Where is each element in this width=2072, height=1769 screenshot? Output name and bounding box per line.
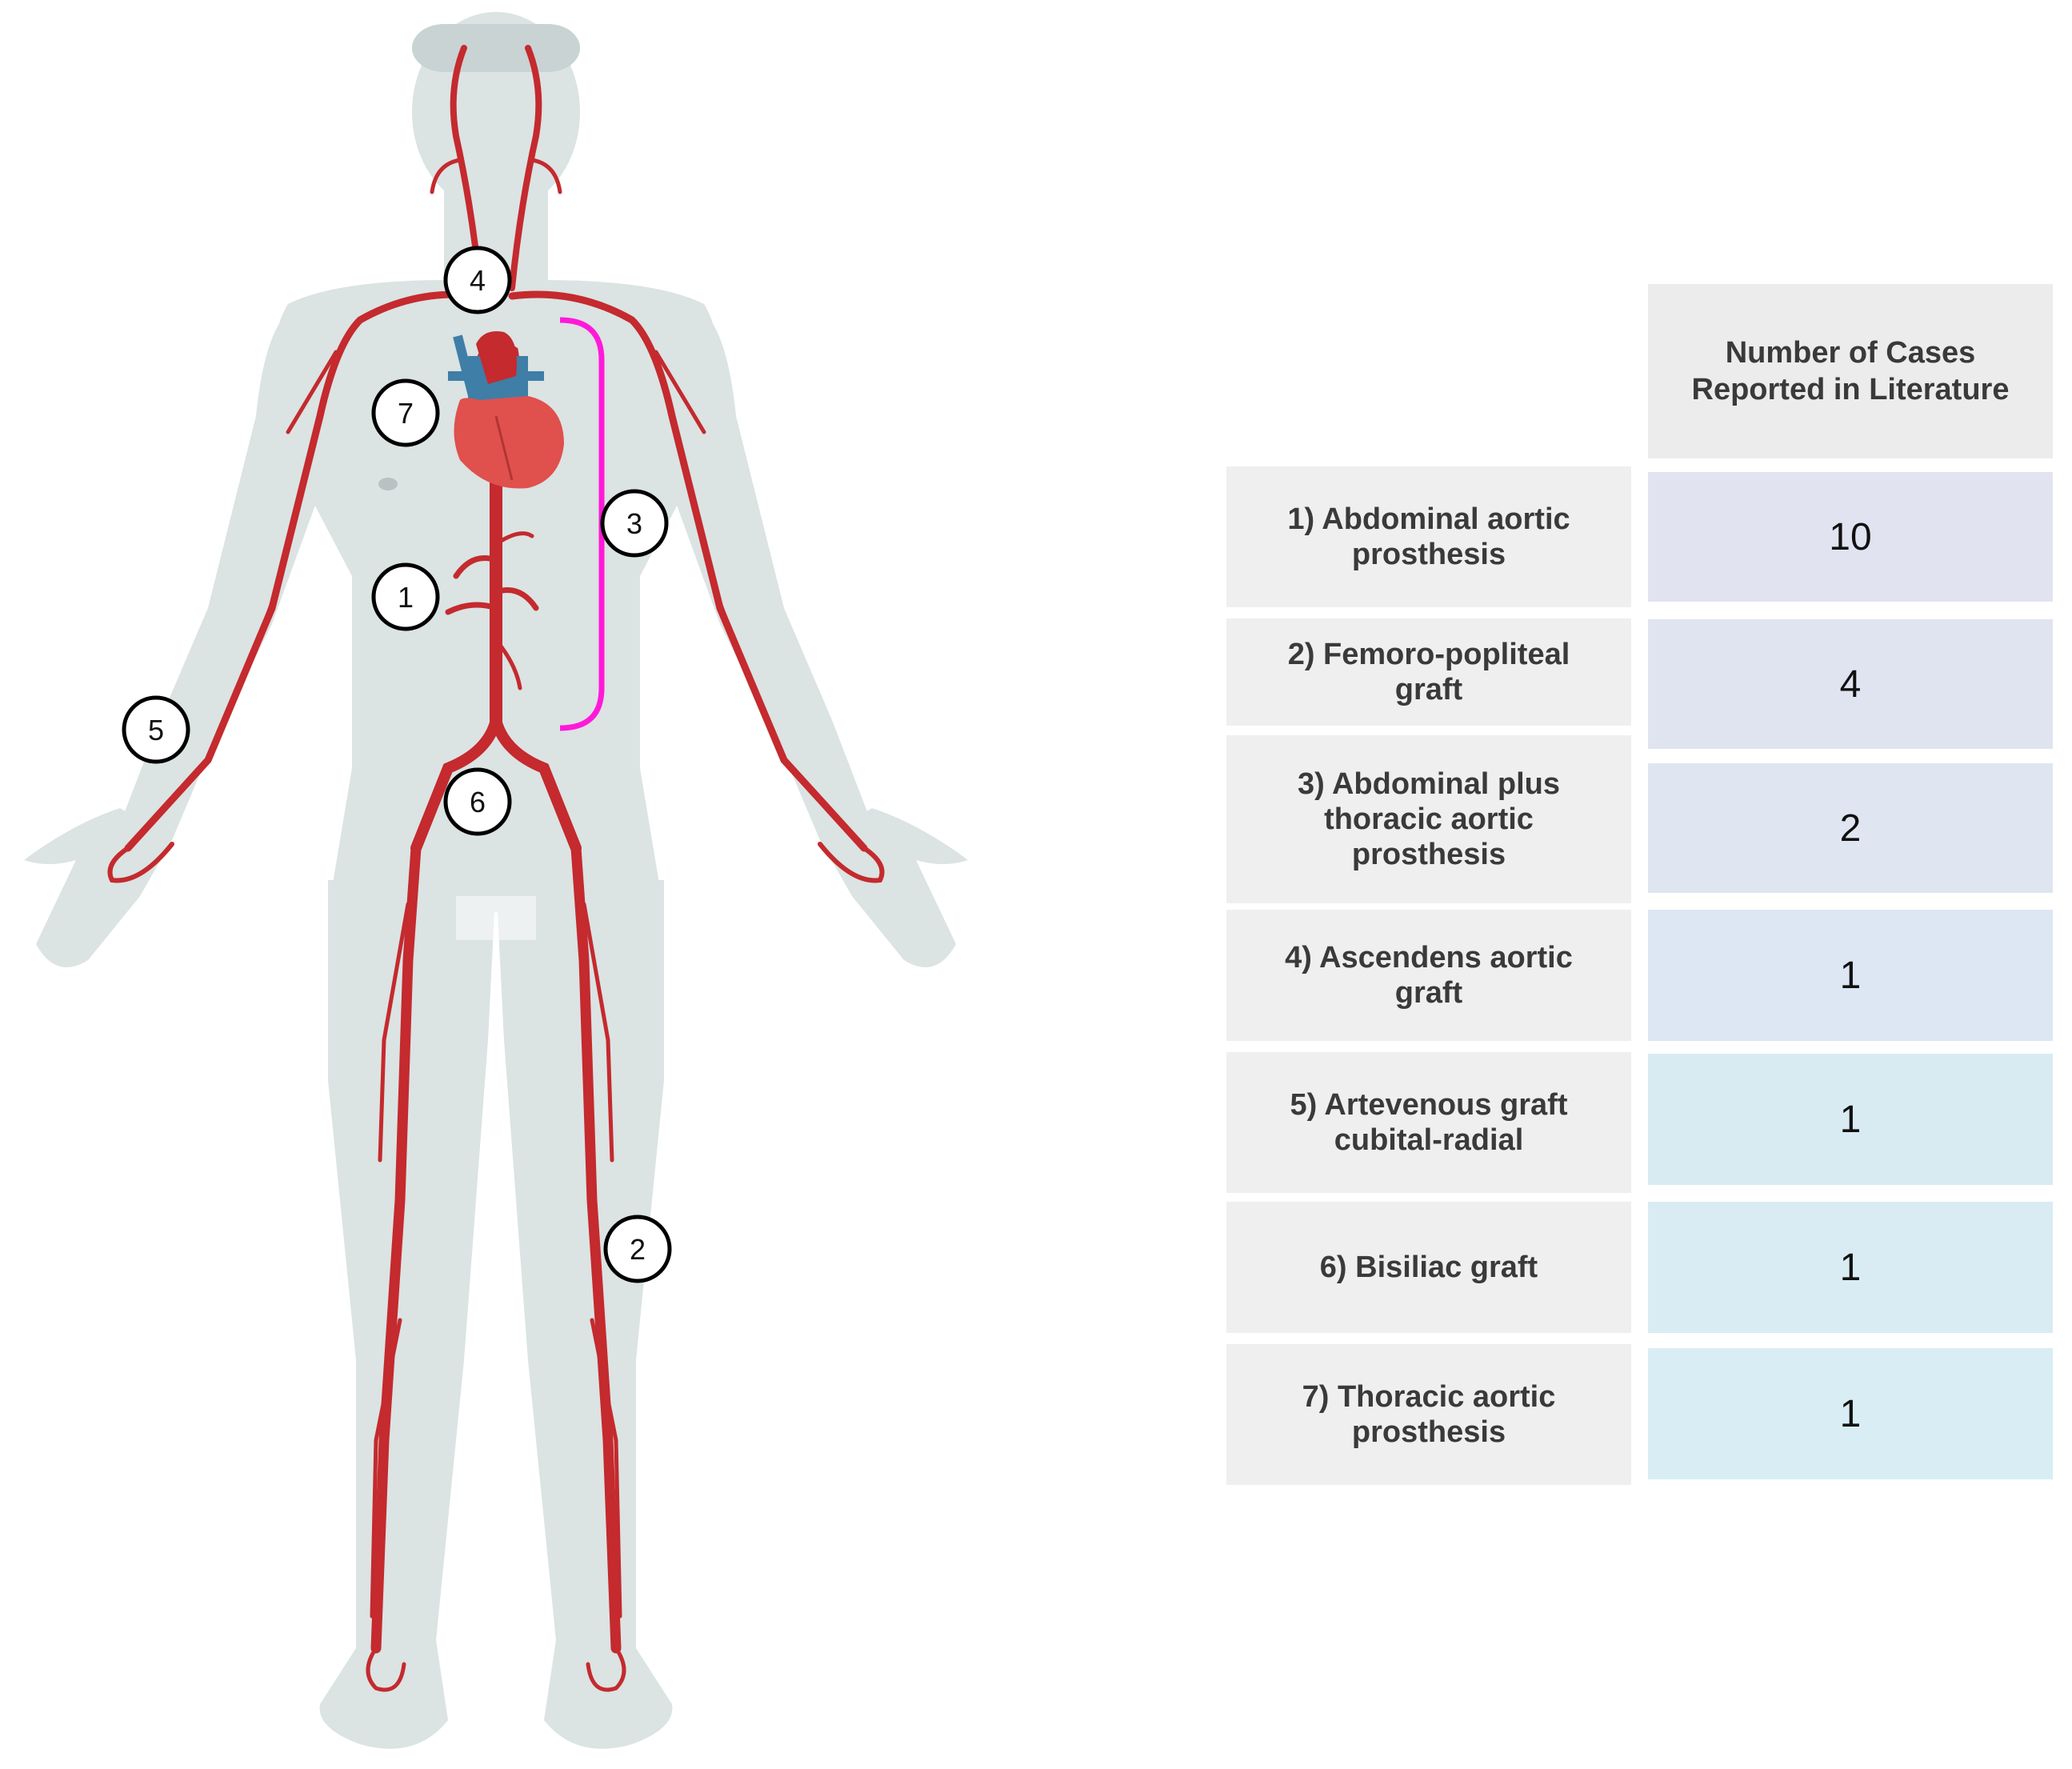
table-row-value: 2 [1648,763,2053,893]
table-row-label: 7) Thoracic aortic prosthesis [1226,1344,1631,1485]
row-6-label: 6) Bisiliac graft [1319,1251,1538,1284]
row-3-value: 2 [1839,806,1862,850]
row-2-label: 2) Femoro-popliteal graft [1287,638,1570,706]
marker-5-label: 5 [148,714,164,746]
table-row-label: 2) Femoro-popliteal graft [1226,618,1631,726]
body-figure: 4 7 3 1 5 6 2 [24,12,968,1749]
marker-1: 1 [371,562,440,631]
row-4-value: 1 [1839,954,1862,997]
table-row-value: 4 [1648,619,2053,749]
table-row-label: 3) Abdominal plus thoracic aortic prosth… [1226,735,1631,903]
table-row-value: 1 [1648,1054,2053,1185]
marker-4-label: 4 [470,264,486,297]
row-5-value: 1 [1839,1098,1862,1141]
table-row-value: 10 [1648,472,2053,602]
marker-2: 2 [603,1215,672,1283]
marker-5: 5 [122,695,190,764]
crotch-gap [456,896,536,940]
marker-2-label: 2 [630,1233,646,1266]
marker-3: 3 [600,489,669,558]
marker-6-label: 6 [470,786,486,818]
row-6-value: 1 [1839,1246,1862,1289]
row-4-label: 4) Ascendens aortic graft [1285,941,1573,1010]
marker-4: 4 [443,246,512,314]
marker-1-label: 1 [398,581,414,614]
row-1-value: 10 [1829,515,1872,558]
row-7-value: 1 [1839,1392,1862,1435]
marker-3-label: 3 [626,507,642,540]
table-header-label: Number of Cases Reported in Literature [1691,336,2010,406]
row-5-label: 5) Artevenous graft cubital-radial [1290,1088,1568,1157]
marker-6: 6 [443,767,512,836]
table-row-value: 1 [1648,910,2053,1041]
row-3-label: 3) Abdominal plus thoracic aortic prosth… [1298,767,1560,871]
table-row-label: 6) Bisiliac graft [1226,1202,1631,1333]
table-row-label: 5) Artevenous graft cubital-radial [1226,1052,1631,1193]
row-2-value: 4 [1839,662,1862,706]
row-1-label: 1) Abdominal aortic prosthesis [1287,502,1570,571]
table-row-label: 1) Abdominal aortic prosthesis [1226,466,1631,607]
table-row-value: 1 [1648,1202,2053,1333]
nipple [378,478,398,490]
heart [448,331,564,489]
marker-7-label: 7 [398,397,414,430]
table-row-value: 1 [1648,1348,2053,1479]
table-row-label: 4) Ascendens aortic graft [1226,910,1631,1041]
table-header: Number of Cases Reported in Literature [1648,284,2053,458]
marker-7: 7 [371,378,440,447]
row-7-label: 7) Thoracic aortic prosthesis [1302,1380,1556,1449]
